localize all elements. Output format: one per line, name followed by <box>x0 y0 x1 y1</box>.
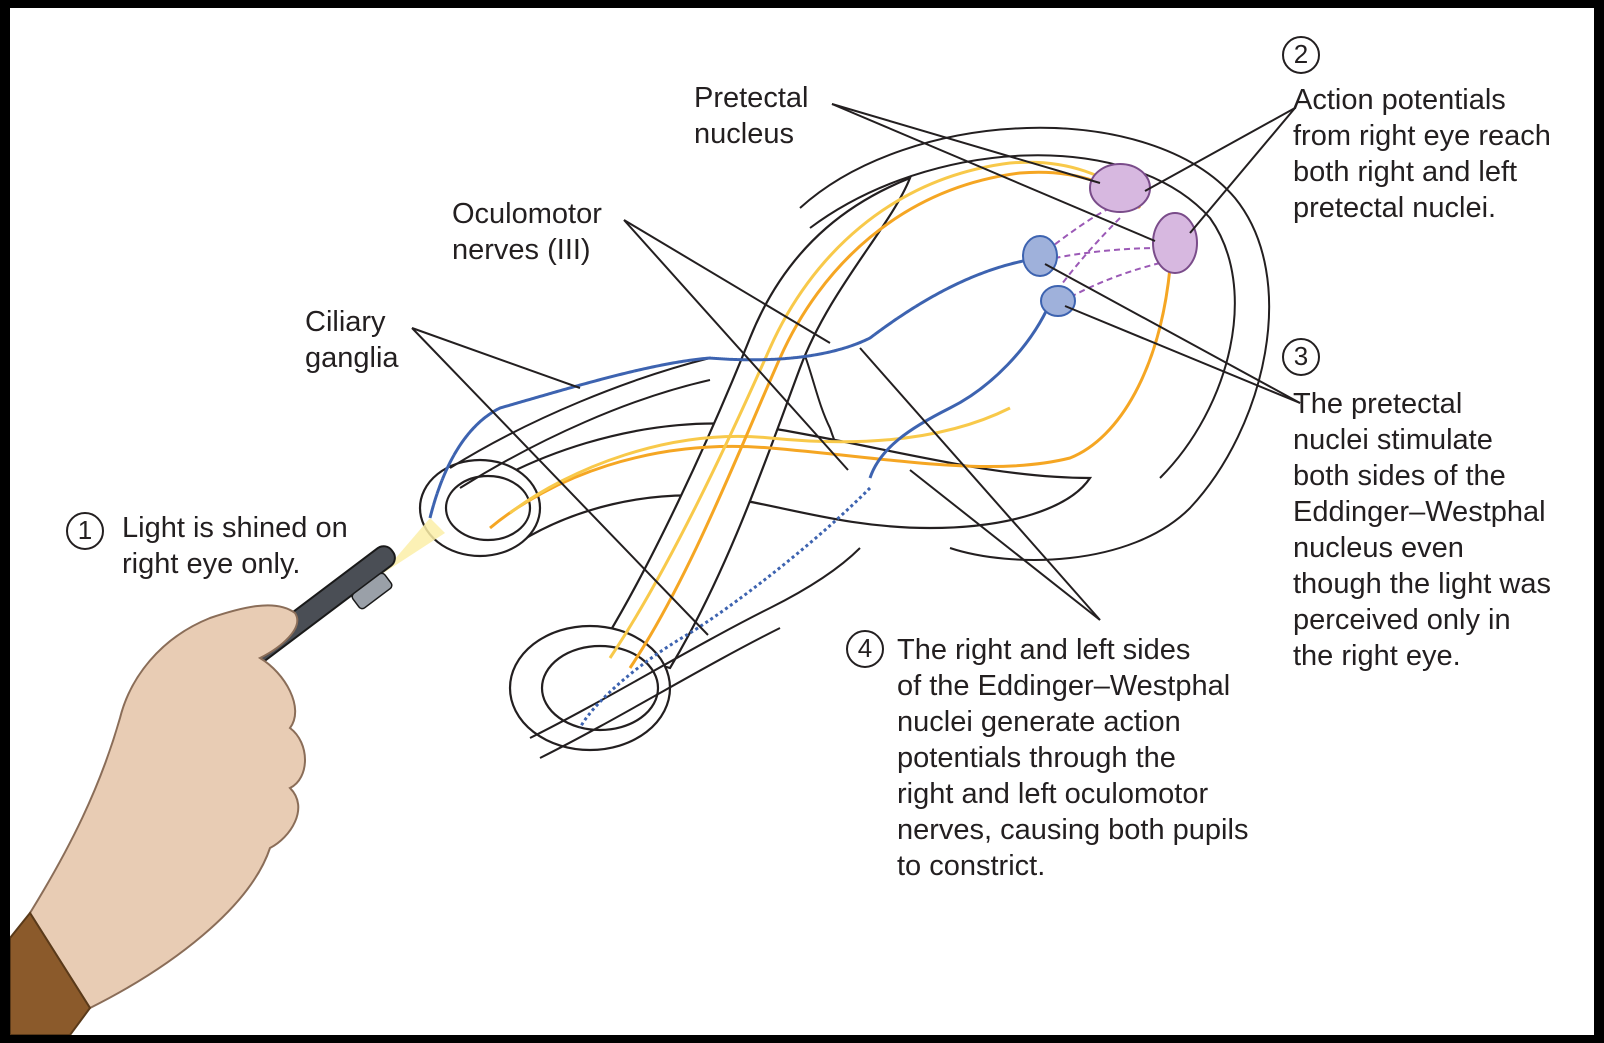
step-3-text: The pretectal nuclei stimulate both side… <box>1293 386 1551 674</box>
gloved-hand-icon <box>10 605 305 1035</box>
step-1-text: Light is shined on right eye only. <box>122 510 348 582</box>
step-2-text: Action potentials from right eye reach b… <box>1293 82 1551 226</box>
ciliary-ganglia-label: Ciliary ganglia <box>305 304 399 376</box>
oculomotor-nerves-label: Oculomotor nerves (III) <box>452 196 602 268</box>
step-4-text: The right and left sides of the Eddinger… <box>897 632 1248 884</box>
pretectal-nuclei <box>1090 164 1197 273</box>
diagram-canvas: Pretectal nucleus Oculomotor nerves (III… <box>10 8 1594 1035</box>
step-1-badge: 1 <box>66 512 104 550</box>
pretectal-nucleus-label: Pretectal nucleus <box>694 80 808 152</box>
step-2-badge: 2 <box>1282 36 1320 74</box>
right-eye <box>420 460 540 556</box>
step-3-badge: 3 <box>1282 338 1320 376</box>
step-4-badge: 4 <box>846 630 884 668</box>
